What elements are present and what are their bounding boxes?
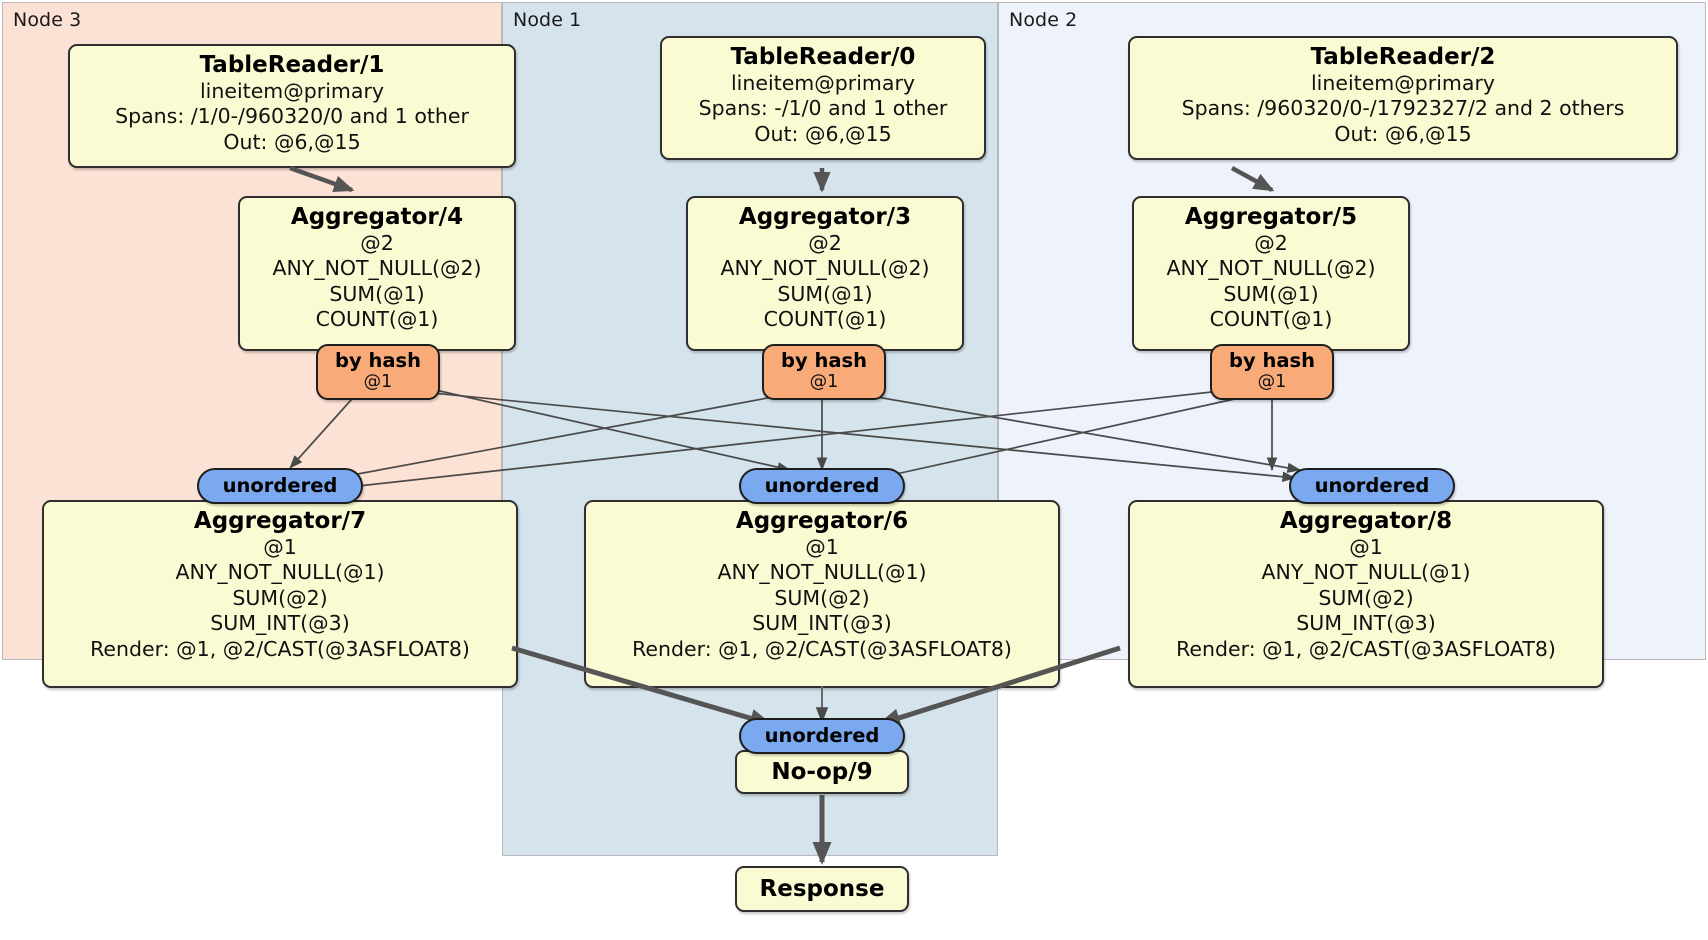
badge-sublabel: @1 xyxy=(1257,372,1287,392)
processor-detail-agg1: ANY_NOT_NULL(@1) xyxy=(175,560,385,585)
processor-detail-agg1: ANY_NOT_NULL(@1) xyxy=(1261,560,1471,585)
processor-detail-spans: Spans: -/1/0 and 1 other xyxy=(698,96,948,121)
processor-aggregator-5[interactable]: Aggregator/5 @2 ANY_NOT_NULL(@2) SUM(@1)… xyxy=(1132,196,1410,351)
node-panel-label-node2: Node 2 xyxy=(1009,9,1078,31)
processor-aggregator-3[interactable]: Aggregator/3 @2 ANY_NOT_NULL(@2) SUM(@1)… xyxy=(686,196,964,351)
processor-detail-agg2: SUM(@1) xyxy=(1223,281,1319,306)
processor-aggregator-8[interactable]: Aggregator/8 @1 ANY_NOT_NULL(@1) SUM(@2)… xyxy=(1128,500,1604,688)
badge-by-hash-center[interactable]: by hash @1 xyxy=(762,344,886,400)
processor-detail-table: lineitem@primary xyxy=(1310,71,1496,96)
badge-label: unordered xyxy=(764,724,880,747)
processor-detail-render: Render: @1, @2/CAST(@3ASFLOAT8) xyxy=(1176,636,1556,661)
badge-label: by hash xyxy=(781,349,867,372)
processor-detail-agg1: ANY_NOT_NULL(@2) xyxy=(720,256,930,281)
badge-label: unordered xyxy=(764,474,880,497)
processor-detail-agg3: COUNT(@1) xyxy=(1209,307,1333,332)
processor-detail-render: Render: @1, @2/CAST(@3ASFLOAT8) xyxy=(632,636,1012,661)
processor-tablereader-0[interactable]: TableReader/0 lineitem@primary Spans: -/… xyxy=(660,36,986,160)
processor-detail-spans: Spans: /960320/0-/1792327/2 and 2 others xyxy=(1181,96,1625,121)
processor-detail-table: lineitem@primary xyxy=(199,79,385,104)
processor-detail-out: Out: @6,@15 xyxy=(223,129,361,154)
processor-detail-agg1: ANY_NOT_NULL(@1) xyxy=(717,560,927,585)
processor-detail-out: Out: @6,@15 xyxy=(754,121,892,146)
processor-detail-agg2: SUM(@2) xyxy=(1318,585,1414,610)
processor-detail-agg3: SUM_INT(@3) xyxy=(210,611,350,636)
processor-detail-group: @1 xyxy=(263,535,297,560)
processor-tablereader-2[interactable]: TableReader/2 lineitem@primary Spans: /9… xyxy=(1128,36,1678,160)
processor-detail-agg2: SUM(@1) xyxy=(777,281,873,306)
processor-detail-group: @1 xyxy=(1349,535,1383,560)
processor-title: Aggregator/6 xyxy=(735,508,909,534)
processor-title: TableReader/2 xyxy=(1310,44,1496,70)
processor-detail-group: @2 xyxy=(360,231,394,256)
processor-title: Aggregator/3 xyxy=(738,204,912,230)
processor-tablereader-1[interactable]: TableReader/1 lineitem@primary Spans: /1… xyxy=(68,44,516,168)
badge-unordered-final[interactable]: unordered xyxy=(739,718,905,754)
processor-title: Response xyxy=(759,876,885,902)
processor-detail-agg1: ANY_NOT_NULL(@2) xyxy=(272,256,482,281)
badge-by-hash-left[interactable]: by hash @1 xyxy=(316,344,440,400)
processor-aggregator-7[interactable]: Aggregator/7 @1 ANY_NOT_NULL(@1) SUM(@2)… xyxy=(42,500,518,688)
badge-label: by hash xyxy=(1229,349,1315,372)
processor-detail-group: @2 xyxy=(1254,231,1288,256)
processor-detail-agg3: COUNT(@1) xyxy=(315,307,439,332)
processor-detail-agg1: ANY_NOT_NULL(@2) xyxy=(1166,256,1376,281)
processor-title: Aggregator/7 xyxy=(193,508,367,534)
processor-detail-agg3: COUNT(@1) xyxy=(763,307,887,332)
node-panel-label-node1: Node 1 xyxy=(513,9,582,31)
processor-title: No-op/9 xyxy=(771,759,873,785)
processor-detail-out: Out: @6,@15 xyxy=(1334,121,1472,146)
processor-title: TableReader/0 xyxy=(730,44,916,70)
processor-title: Aggregator/5 xyxy=(1184,204,1358,230)
processor-aggregator-6[interactable]: Aggregator/6 @1 ANY_NOT_NULL(@1) SUM(@2)… xyxy=(584,500,1060,688)
badge-unordered-left[interactable]: unordered xyxy=(197,468,363,504)
processor-detail-agg2: SUM(@2) xyxy=(774,585,870,610)
processor-title: Aggregator/8 xyxy=(1279,508,1453,534)
processor-detail-render: Render: @1, @2/CAST(@3ASFLOAT8) xyxy=(90,636,470,661)
processor-detail-agg3: SUM_INT(@3) xyxy=(752,611,892,636)
badge-unordered-right[interactable]: unordered xyxy=(1289,468,1455,504)
processor-detail-agg3: SUM_INT(@3) xyxy=(1296,611,1436,636)
processor-detail-group: @2 xyxy=(808,231,842,256)
processor-noop-9[interactable]: No-op/9 xyxy=(735,750,909,794)
badge-sublabel: @1 xyxy=(363,372,393,392)
badge-label: by hash xyxy=(335,349,421,372)
badge-by-hash-right[interactable]: by hash @1 xyxy=(1210,344,1334,400)
processor-aggregator-4[interactable]: Aggregator/4 @2 ANY_NOT_NULL(@2) SUM(@1)… xyxy=(238,196,516,351)
processor-detail-spans: Spans: /1/0-/960320/0 and 1 other xyxy=(115,104,469,129)
node-panel-label-node3: Node 3 xyxy=(13,9,82,31)
badge-sublabel: @1 xyxy=(809,372,839,392)
processor-detail-agg2: SUM(@1) xyxy=(329,281,425,306)
processor-detail-table: lineitem@primary xyxy=(730,71,916,96)
processor-title: TableReader/1 xyxy=(199,52,385,78)
processor-detail-group: @1 xyxy=(805,535,839,560)
processor-response[interactable]: Response xyxy=(735,866,909,912)
badge-label: unordered xyxy=(1314,474,1430,497)
processor-title: Aggregator/4 xyxy=(290,204,464,230)
badge-unordered-center[interactable]: unordered xyxy=(739,468,905,504)
processor-detail-agg2: SUM(@2) xyxy=(232,585,328,610)
badge-label: unordered xyxy=(222,474,338,497)
